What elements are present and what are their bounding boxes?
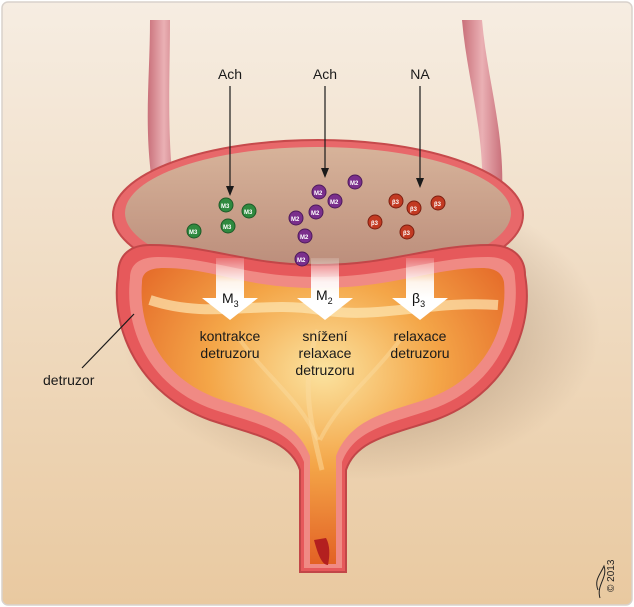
- svg-text:snížení: snížení: [302, 328, 347, 344]
- molecule-labels: M3 M3 M3 M3 M2 M2 M2 M2 M2 M2 M2 β3 β3 β…: [189, 181, 442, 264]
- na-label: NA: [410, 66, 430, 82]
- ach-left-label: Ach: [218, 66, 242, 82]
- signature: [596, 564, 606, 599]
- m3-molecules: [186, 197, 257, 239]
- receptor-m2-label: M2: [316, 287, 333, 306]
- svg-text:detruzoru: detruzoru: [295, 362, 354, 378]
- svg-text:M3: M3: [189, 230, 198, 236]
- effect-middle: snížení relaxace detruzoru: [295, 328, 354, 378]
- svg-text:relaxace: relaxace: [299, 345, 352, 361]
- bladder-lumen: [141, 268, 505, 564]
- copyright: © 2013: [606, 559, 617, 592]
- detrusor-leader: [81, 313, 135, 369]
- svg-text:kontrakce: kontrakce: [200, 328, 261, 344]
- receptor-b3-label: β3: [412, 290, 425, 309]
- svg-text:M2: M2: [350, 181, 359, 187]
- svg-text:M3: M3: [223, 225, 232, 231]
- svg-text:β3: β3: [371, 221, 379, 227]
- urethra-tip: [314, 538, 330, 565]
- svg-text:M2: M2: [297, 258, 306, 264]
- svg-text:M2: M2: [300, 235, 309, 241]
- detrusor-label: detruzor: [43, 372, 95, 388]
- svg-text:relaxace: relaxace: [394, 328, 447, 344]
- neurotransmitter-arrows: [226, 86, 424, 196]
- svg-text:detruzoru: detruzoru: [390, 345, 449, 361]
- m2-molecules: [288, 174, 363, 267]
- arrow-m3: [202, 258, 258, 320]
- svg-text:M2: M2: [311, 211, 320, 217]
- svg-text:β3: β3: [410, 207, 418, 213]
- effect-left: kontrakce detruzoru: [200, 328, 261, 361]
- svg-text:M2: M2: [314, 191, 323, 197]
- arrow-m2: [297, 258, 353, 320]
- svg-text:β3: β3: [434, 202, 442, 208]
- ach-mid-label: Ach: [313, 66, 337, 82]
- svg-text:β3: β3: [392, 200, 400, 206]
- svg-text:M2: M2: [291, 217, 300, 223]
- svg-text:β3: β3: [403, 231, 411, 237]
- svg-text:M3: M3: [244, 210, 253, 216]
- svg-text:detruzoru: detruzoru: [200, 345, 259, 361]
- arrow-b3: [392, 258, 448, 320]
- svg-text:M2: M2: [330, 200, 339, 206]
- receptor-m3-label: M3: [222, 290, 239, 309]
- b3-molecules: [367, 193, 446, 240]
- svg-text:M3: M3: [221, 204, 230, 210]
- effect-right: relaxace detruzoru: [390, 328, 449, 361]
